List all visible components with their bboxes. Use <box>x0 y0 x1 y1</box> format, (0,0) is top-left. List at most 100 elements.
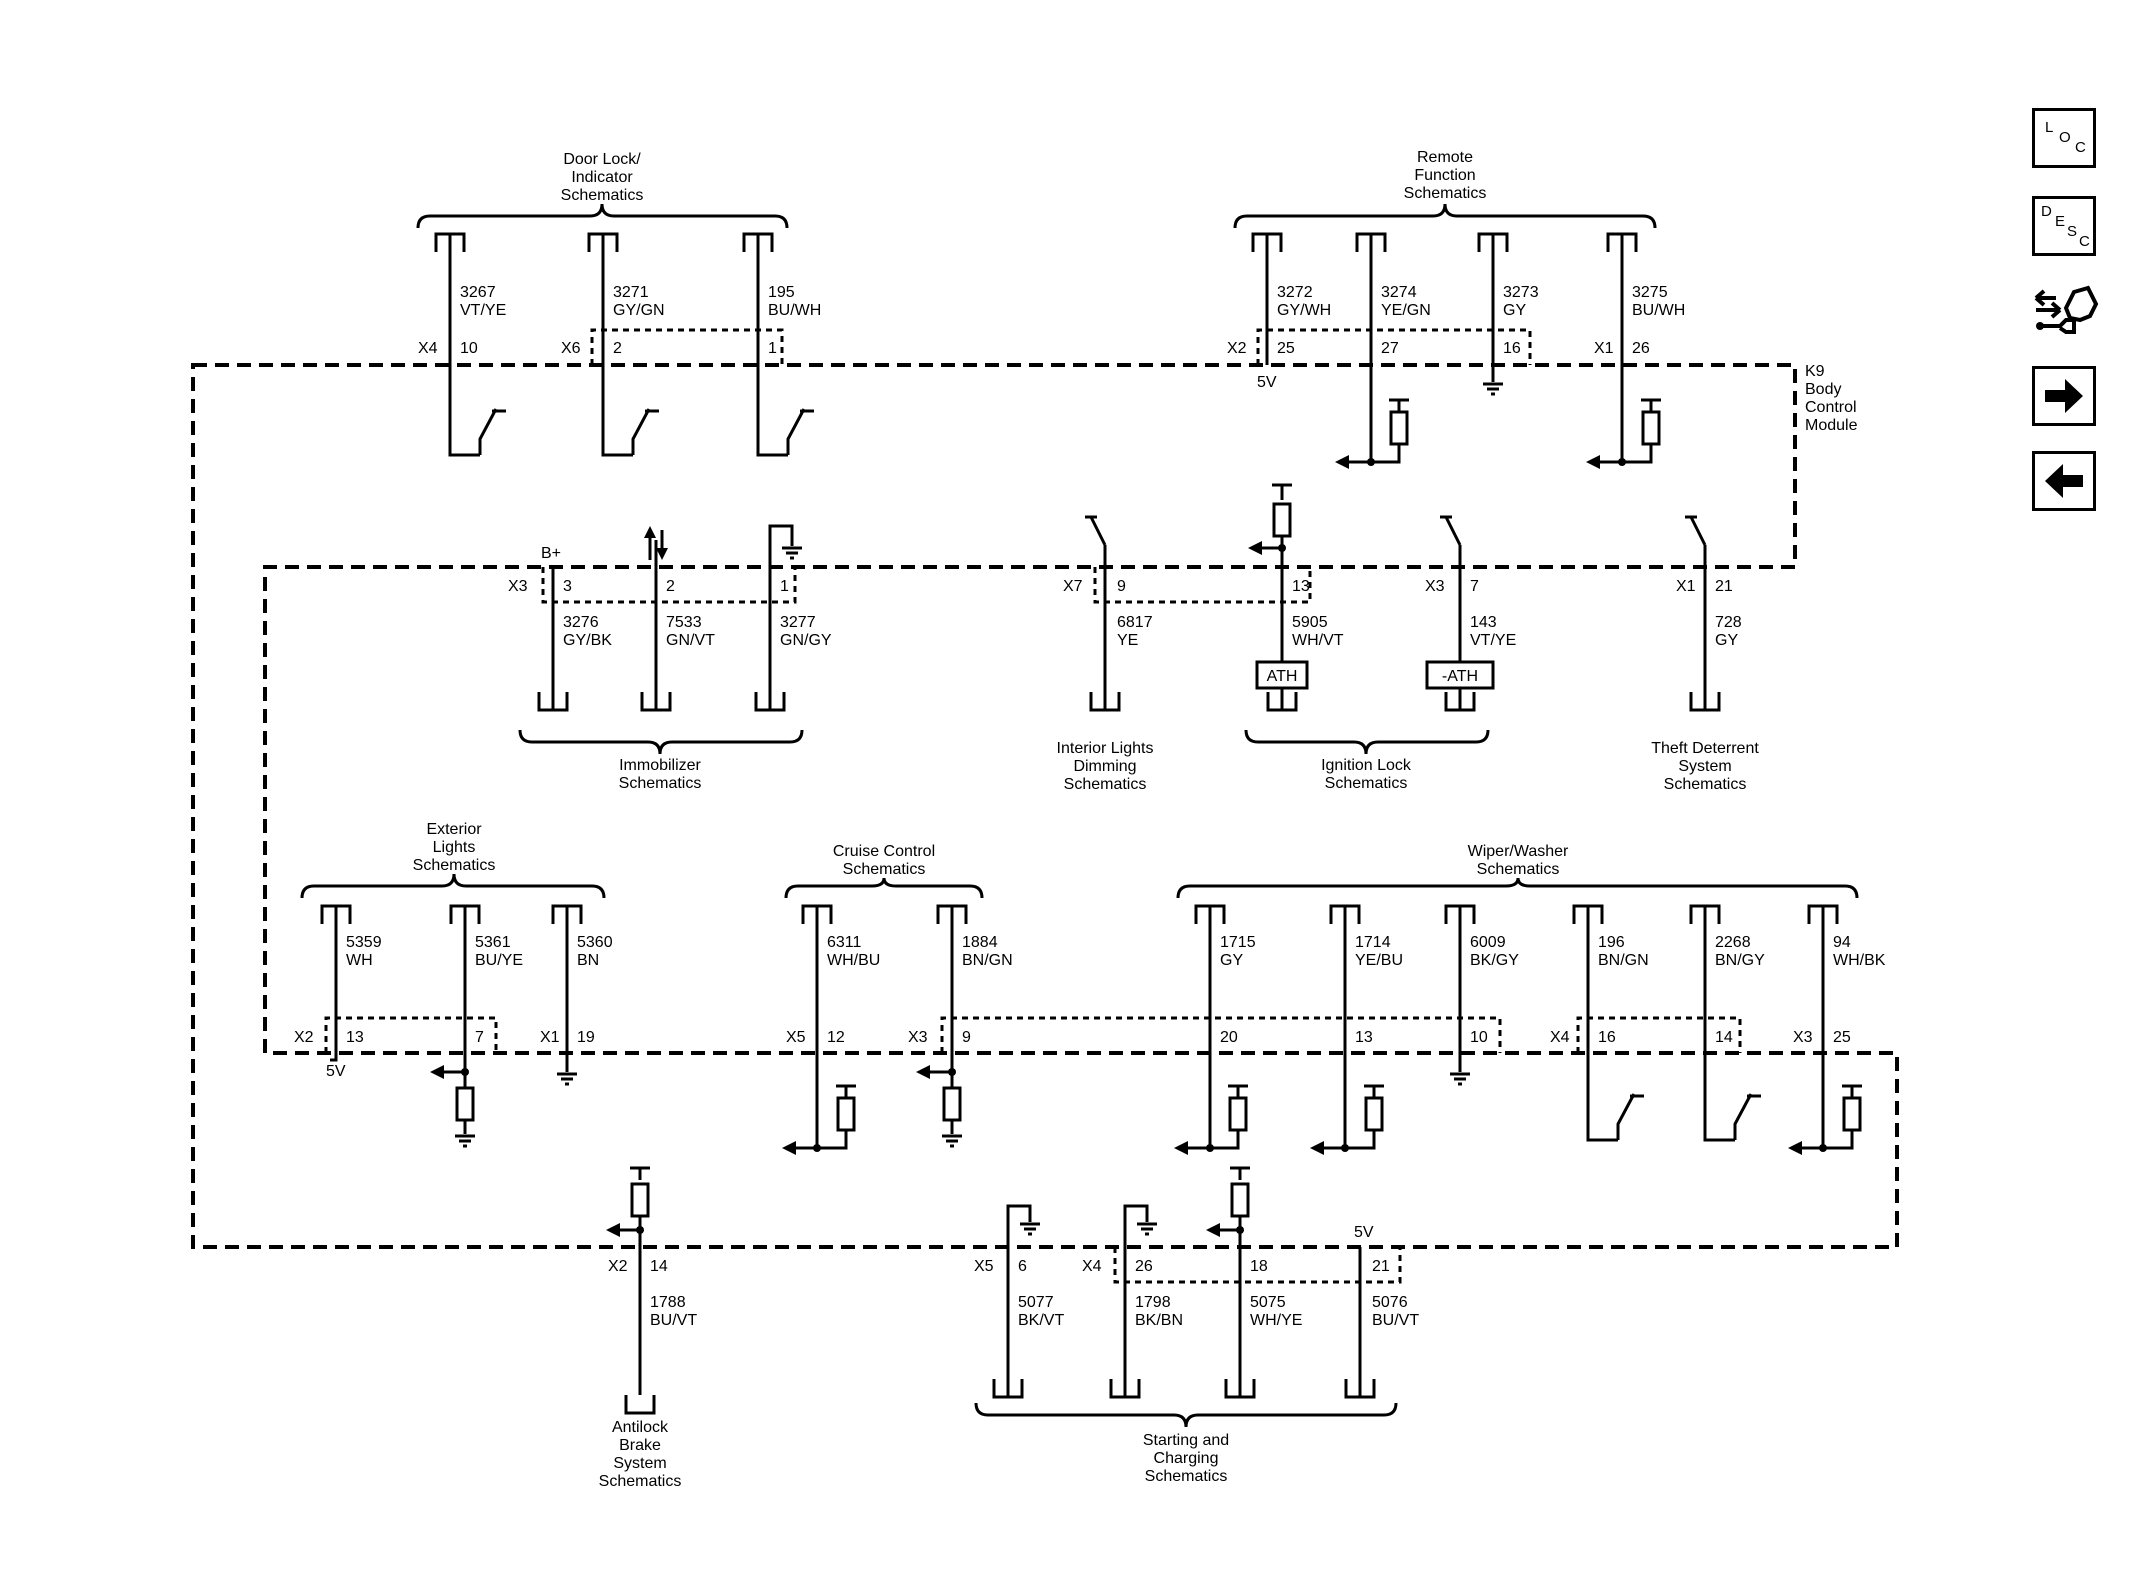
svg-text:X1: X1 <box>1594 340 1614 357</box>
svg-text:7533: 7533 <box>666 614 702 631</box>
svg-text:7: 7 <box>475 1029 484 1046</box>
svg-text:Starting and: Starting and <box>1143 1432 1229 1449</box>
svg-text:1798: 1798 <box>1135 1294 1171 1311</box>
wire-1884: 1884 BN/GN 9 X3 <box>908 904 1013 1148</box>
svg-text:3267: 3267 <box>460 284 496 301</box>
svg-text:GY: GY <box>1715 632 1738 649</box>
remote-function-group: Remote Function Schematics <box>1233 149 1657 229</box>
svg-text:1714: 1714 <box>1355 934 1391 951</box>
svg-text:Door Lock/: Door Lock/ <box>563 151 641 168</box>
svg-text:GN/GY: GN/GY <box>780 632 832 649</box>
svg-text:6311: 6311 <box>827 934 862 951</box>
wire-94: 94 WH/BK 25 X3 <box>1788 904 1886 1155</box>
wire-728: 21 728 GY X1 <box>1676 515 1742 712</box>
antilock-brake-group: Antilock Brake System Schematics <box>599 1419 682 1490</box>
svg-text:5076: 5076 <box>1372 1294 1408 1311</box>
wire-1798: 26 1798 BK/BN X4 <box>1082 1204 1183 1399</box>
svg-text:6: 6 <box>1018 1258 1027 1275</box>
svg-text:System: System <box>613 1455 666 1472</box>
svg-text:5V: 5V <box>326 1063 346 1080</box>
wire-143: -ATH 7 143 VT/YE X3 <box>1425 515 1516 712</box>
svg-text:Module: Module <box>1805 417 1858 434</box>
svg-text:9: 9 <box>1117 578 1126 595</box>
svg-text:VT/YE: VT/YE <box>460 302 506 319</box>
svg-text:6817: 6817 <box>1117 614 1153 631</box>
svg-text:X3: X3 <box>908 1029 928 1046</box>
next-page-button[interactable] <box>2032 366 2096 426</box>
previous-page-button[interactable] <box>2032 451 2096 511</box>
desc-letter-e: E <box>2055 213 2066 230</box>
svg-text:2: 2 <box>613 340 622 357</box>
svg-text:1: 1 <box>780 578 789 595</box>
wire-3275: 3275 BU/WH 26 X1 <box>1586 232 1685 469</box>
svg-text:X5: X5 <box>974 1258 994 1275</box>
wire-3274: 3274 YE/GN 27 <box>1335 232 1431 469</box>
wire-5075: 18 5075 WH/YE <box>1206 1166 1302 1399</box>
svg-text:BU/YE: BU/YE <box>475 952 523 969</box>
module-boundary <box>191 363 1899 1249</box>
svg-text:X3: X3 <box>1793 1029 1813 1046</box>
svg-text:25: 25 <box>1833 1029 1851 1046</box>
svg-text:B+: B+ <box>541 545 561 562</box>
svg-text:7: 7 <box>1470 578 1479 595</box>
svg-text:5077: 5077 <box>1018 1294 1054 1311</box>
exterior-lights-group: Exterior Lights Schematics <box>300 821 606 899</box>
svg-text:BU/VT: BU/VT <box>1372 1312 1419 1329</box>
svg-text:WH/BK: WH/BK <box>1833 952 1886 969</box>
wire-196: 196 BN/GN 16 X4 <box>1550 904 1649 1142</box>
svg-text:3274: 3274 <box>1381 284 1417 301</box>
svg-text:YE: YE <box>1117 632 1138 649</box>
ignition-lock-group: Ignition Lock Schematics <box>1244 729 1490 792</box>
svg-text:WH: WH <box>346 952 373 969</box>
wire-3271: 3271 GY/GN 2 X6 <box>561 232 665 457</box>
svg-text:3277: 3277 <box>780 614 816 631</box>
svg-text:10: 10 <box>460 340 478 357</box>
svg-text:9: 9 <box>962 1029 971 1046</box>
wire-3277: 1 3277 GN/GY <box>754 524 832 712</box>
svg-text:X5: X5 <box>786 1029 806 1046</box>
svg-text:728: 728 <box>1715 614 1742 631</box>
svg-text:25: 25 <box>1277 340 1295 357</box>
svg-text:Interior Lights: Interior Lights <box>1057 740 1154 757</box>
svg-text:1788: 1788 <box>650 1294 686 1311</box>
svg-text:GN/VT: GN/VT <box>666 632 715 649</box>
svg-text:12: 12 <box>827 1029 845 1046</box>
svg-text:X2: X2 <box>608 1258 628 1275</box>
connector-x3-lower-shell <box>940 1016 1502 1053</box>
location-button[interactable]: L O C <box>2032 108 2096 168</box>
svg-text:5359: 5359 <box>346 934 382 951</box>
svg-text:X1: X1 <box>540 1029 560 1046</box>
interior-lights-group: Interior Lights Dimming Schematics <box>1057 740 1154 793</box>
connector-x4-bottom-shell <box>1113 1247 1402 1284</box>
wire-5359: 5359 WH 13 X2 5V <box>294 904 382 1080</box>
connector-wrench-icon[interactable] <box>2030 280 2100 340</box>
svg-text:X6: X6 <box>561 340 581 357</box>
svg-text:BU/WH: BU/WH <box>1632 302 1685 319</box>
wire-1714: 1714 YE/BU 13 <box>1310 904 1403 1155</box>
svg-text:Indicator: Indicator <box>571 169 633 186</box>
svg-text:WH/YE: WH/YE <box>1250 1312 1302 1329</box>
wire-6009: 6009 BK/GY 10 <box>1444 904 1519 1086</box>
wire-1715: 1715 GY 20 <box>1174 904 1256 1155</box>
svg-text:Schematics: Schematics <box>561 187 644 204</box>
svg-text:5905: 5905 <box>1292 614 1328 631</box>
svg-text:Schematics: Schematics <box>1404 185 1487 202</box>
svg-text:143: 143 <box>1470 614 1497 631</box>
svg-text:5V: 5V <box>1257 374 1277 391</box>
description-button[interactable]: D E S C <box>2032 196 2096 256</box>
svg-text:Body: Body <box>1805 381 1841 398</box>
svg-text:BU/VT: BU/VT <box>650 1312 697 1329</box>
wire-1788: 14 1788 BU/VT X2 <box>606 1166 697 1415</box>
wire-5360: 5360 BN 19 X1 <box>540 904 613 1086</box>
connector-x7-shell <box>1093 567 1312 604</box>
svg-text:-ATH: -ATH <box>1442 668 1478 685</box>
wire-6311: 6311 WH/BU 12 X5 <box>782 904 880 1155</box>
svg-text:X4: X4 <box>418 340 438 357</box>
svg-text:2268: 2268 <box>1715 934 1751 951</box>
theft-deterrent-group: Theft Deterrent System Schematics <box>1651 740 1759 793</box>
svg-text:Antilock: Antilock <box>612 1419 669 1436</box>
cruise-control-group: Cruise Control Schematics <box>784 843 984 899</box>
svg-text:BN/GN: BN/GN <box>1598 952 1649 969</box>
svg-text:2: 2 <box>666 578 675 595</box>
svg-text:X1: X1 <box>1676 578 1696 595</box>
